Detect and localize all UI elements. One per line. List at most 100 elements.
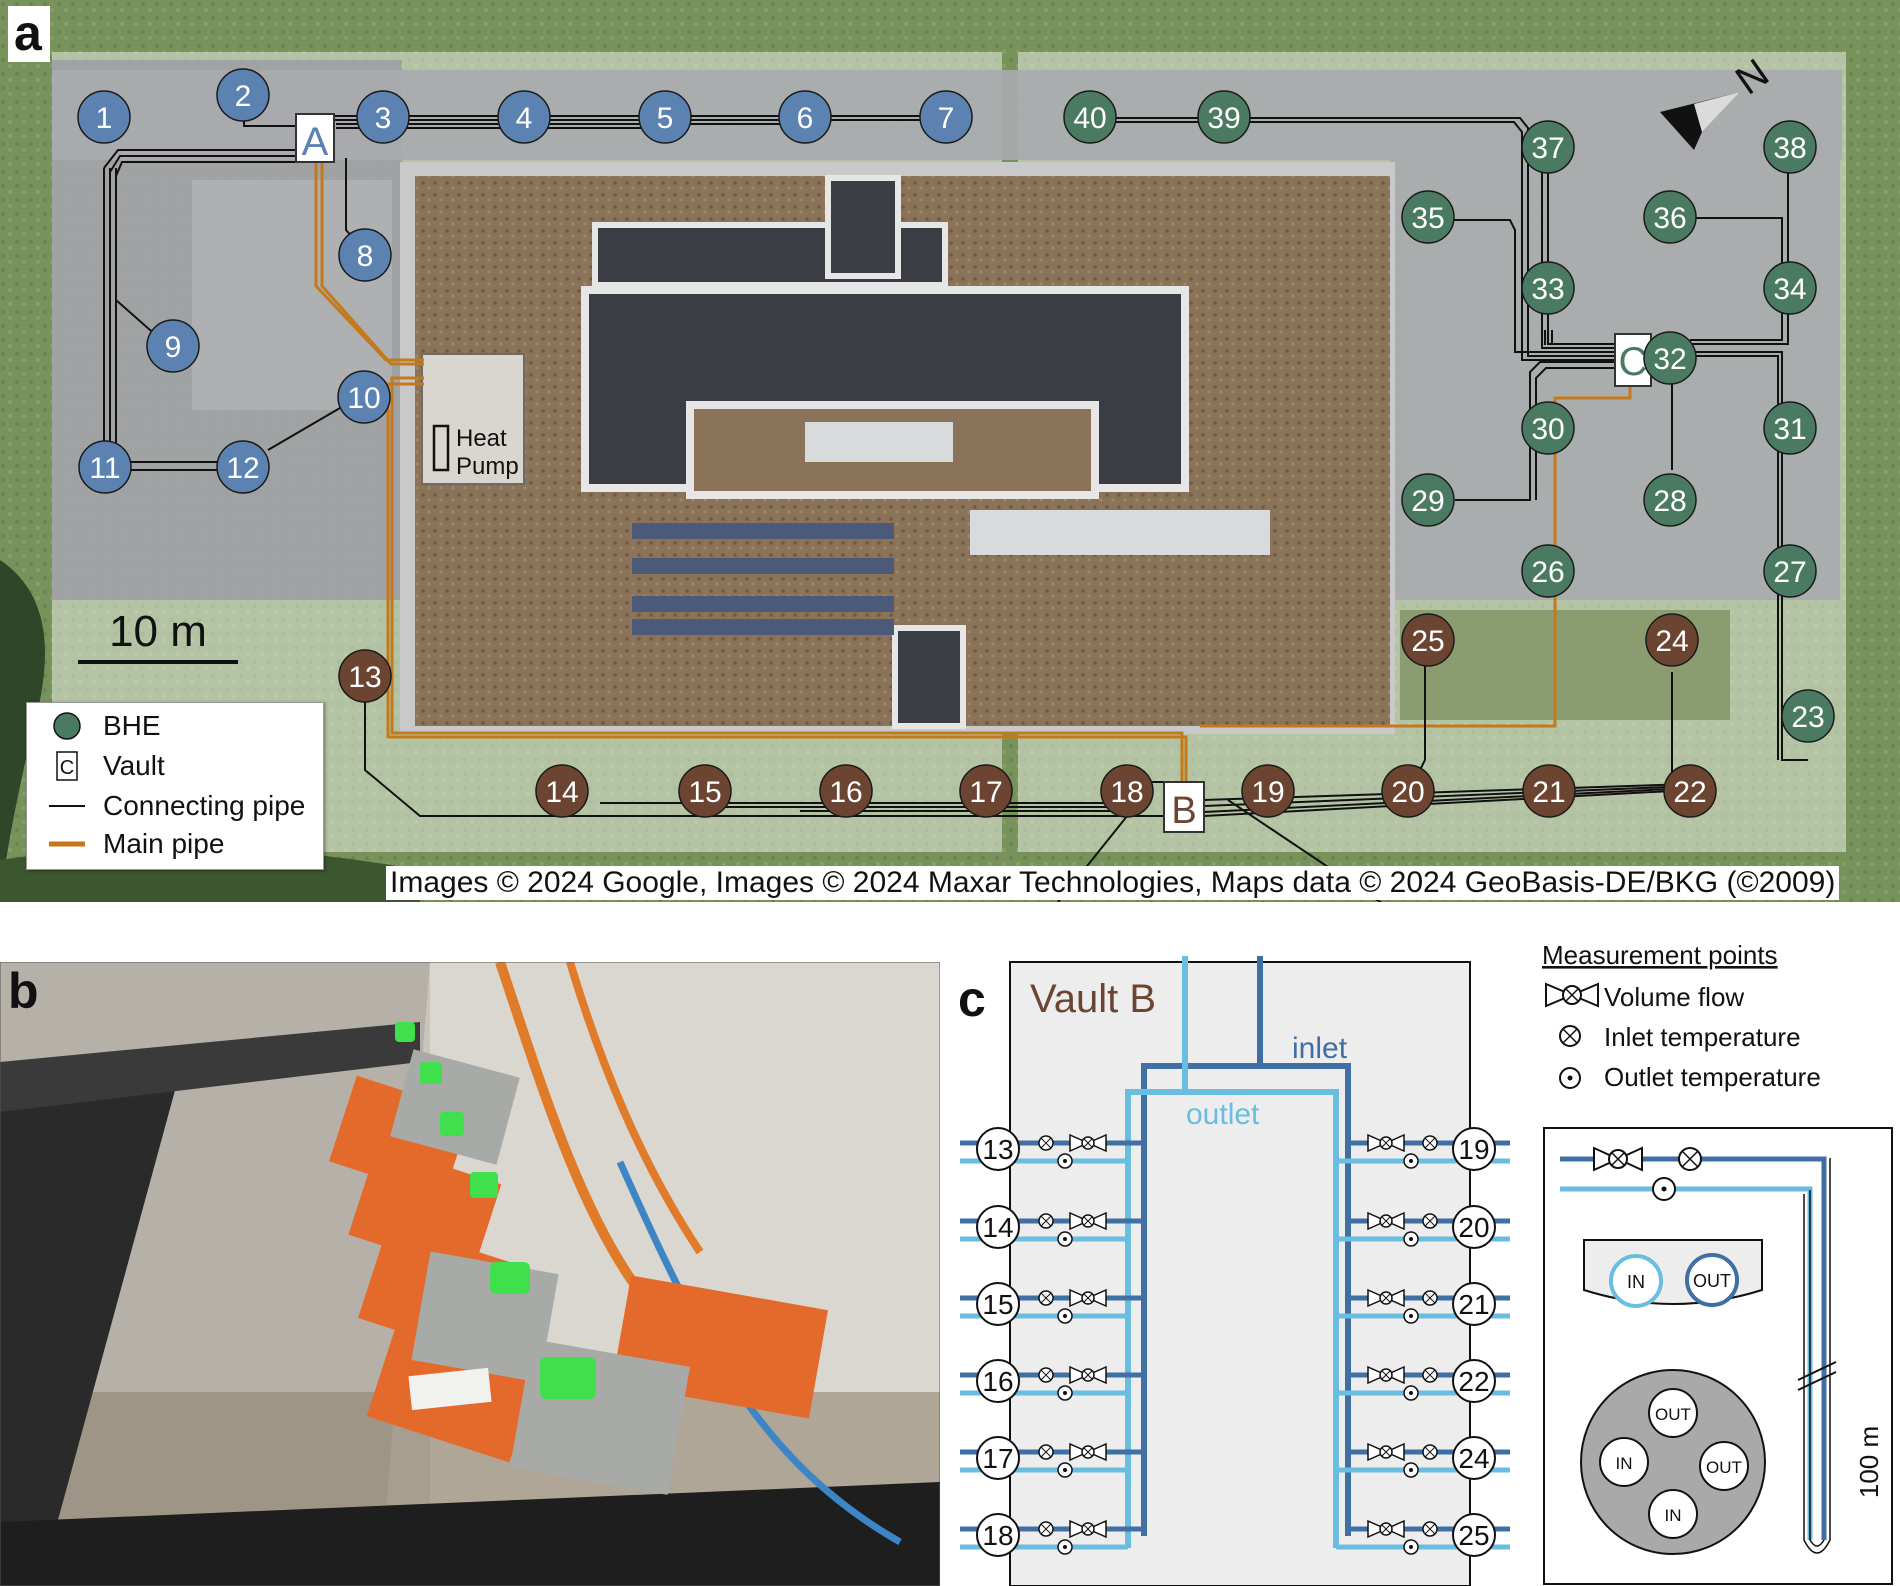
- bhe-marker-5: 5: [638, 90, 692, 144]
- inlet-temperature-symbol: [1559, 1025, 1581, 1047]
- legend-bhe: BHE: [37, 707, 161, 745]
- vault-port-18: 18: [960, 1513, 1144, 1557]
- bhe-marker-22: 22: [1663, 764, 1717, 818]
- bhe-label-2: 2: [235, 80, 252, 113]
- green-led-sensors: [395, 1022, 596, 1399]
- bhe-label-12: 12: [226, 452, 259, 485]
- bhe-label-26: 26: [1531, 556, 1564, 589]
- legend-main-pipe: Main pipe: [49, 828, 225, 859]
- vault-port-25: 25: [1336, 1513, 1510, 1557]
- bhe-label-13: 13: [348, 661, 381, 694]
- bhe-marker-1: 1: [77, 90, 131, 144]
- skylight-east: [970, 510, 1270, 555]
- bhe-marker-8: 8: [338, 228, 392, 282]
- du-in-left: IN: [1616, 1454, 1633, 1473]
- bhe-label-34: 34: [1773, 273, 1806, 306]
- outlet-pipes: [1125, 956, 1339, 1548]
- bhe-marker-37: 37: [1521, 120, 1575, 174]
- bhe-label-27: 27: [1773, 556, 1806, 589]
- bhe-label-35: 35: [1411, 202, 1444, 235]
- vault-port-label-25: 25: [1458, 1520, 1489, 1551]
- vault-port-label-16: 16: [982, 1366, 1013, 1397]
- panel-a-map: Heat Pump: [0, 0, 1900, 902]
- vault-port-label-22: 22: [1458, 1366, 1489, 1397]
- bhe-label-36: 36: [1653, 202, 1686, 235]
- vault-b: B: [1163, 781, 1205, 833]
- vault-port-22: 22: [1336, 1359, 1510, 1403]
- bhe-label-16: 16: [829, 776, 862, 809]
- du-in-bottom: IN: [1665, 1506, 1682, 1525]
- bhe-marker-14: 14: [535, 764, 589, 818]
- du-out-right: OUT: [1706, 1458, 1742, 1477]
- legend-vault: C Vault: [37, 747, 165, 785]
- vault-port-13: 13: [960, 1127, 1144, 1171]
- vault-port-15: 15: [960, 1282, 1144, 1326]
- bhe-marker-17: 17: [959, 764, 1013, 818]
- outlet-label: outlet: [1186, 1098, 1260, 1131]
- vault-port-19: 19: [1336, 1127, 1510, 1171]
- vault-port-17: 17: [960, 1436, 1144, 1480]
- bhe-marker-9: 9: [146, 319, 200, 373]
- bhe-label-4: 4: [516, 102, 533, 135]
- parking-south: [52, 520, 402, 600]
- bhe-label-23: 23: [1791, 701, 1824, 734]
- bhe-u-tube: [1809, 1190, 1825, 1547]
- bhe-marker-29: 29: [1401, 473, 1455, 527]
- inlet-pipes: [1141, 956, 1351, 1536]
- double-u-section: [1580, 1369, 1766, 1555]
- bhe-label-39: 39: [1207, 102, 1240, 135]
- bhe-label-15: 15: [688, 776, 721, 809]
- outlet-temperature-symbol: [1559, 1067, 1581, 1089]
- heat-pump-label-1: Heat: [456, 425, 507, 452]
- bhe-label-9: 9: [165, 331, 182, 364]
- bhe-label-20: 20: [1391, 776, 1424, 809]
- bhe-label-29: 29: [1411, 485, 1444, 518]
- vault-b-box: [1009, 961, 1471, 1586]
- skylight: [805, 422, 953, 462]
- panel-label-b: b: [8, 963, 39, 1019]
- scale-bar-label: 10 m: [109, 607, 207, 656]
- bhe-label-8: 8: [357, 240, 374, 273]
- bhe-label-7: 7: [938, 102, 955, 135]
- roof-tower: [825, 175, 901, 279]
- bhe-detail-inlet: [1560, 1156, 1827, 1540]
- bhe-marker-32: 32: [1643, 331, 1697, 385]
- bhe-label-1: 1: [96, 102, 113, 135]
- solar-panels: [632, 523, 894, 635]
- bhe-u-tube-outer: [1803, 1158, 1831, 1554]
- bhe-marker-26: 26: [1521, 544, 1575, 598]
- vault-port-label-20: 20: [1458, 1212, 1489, 1243]
- bhe-label-22: 22: [1673, 776, 1706, 809]
- bhe-marker-19: 19: [1241, 764, 1295, 818]
- vault-port-label-15: 15: [982, 1289, 1013, 1320]
- panel-b-photo: [0, 962, 940, 1586]
- bhe-marker-2: 2: [216, 68, 270, 122]
- vault-port-21: 21: [1336, 1282, 1510, 1326]
- bhe-marker-24: 24: [1645, 613, 1699, 667]
- bhe-label-40: 40: [1073, 102, 1106, 135]
- vault-port-24: 24: [1336, 1436, 1510, 1480]
- bhe-label-28: 28: [1653, 485, 1686, 518]
- bhe-marker-11: 11: [78, 440, 132, 494]
- map-copyright: Images © 2024 Google, Images © 2024 Maxa…: [386, 866, 1840, 900]
- bhe-label-21: 21: [1532, 776, 1565, 809]
- bhe-marker-10: 10: [337, 370, 391, 424]
- scale-bar-line: [78, 660, 238, 664]
- detail-outlet-temp: [1652, 1177, 1676, 1201]
- tree-dark-left: [0, 560, 45, 902]
- bhe-label-18: 18: [1110, 776, 1143, 809]
- main-pipe: [314, 142, 1632, 782]
- bhe-marker-13: 13: [338, 649, 392, 703]
- du-out-top: OUT: [1655, 1405, 1691, 1424]
- vault-b-title: Vault B: [1030, 977, 1156, 1021]
- bhe-marker-27: 27: [1763, 544, 1817, 598]
- bhe-marker-6: 6: [778, 90, 832, 144]
- roof-stair: [892, 625, 966, 729]
- bhe-marker-30: 30: [1521, 401, 1575, 455]
- vault-port-16: 16: [960, 1359, 1144, 1403]
- bhe-marker-28: 28: [1643, 473, 1697, 527]
- svg-text:C: C: [1619, 340, 1648, 384]
- bhe-marker-25: 25: [1401, 613, 1455, 667]
